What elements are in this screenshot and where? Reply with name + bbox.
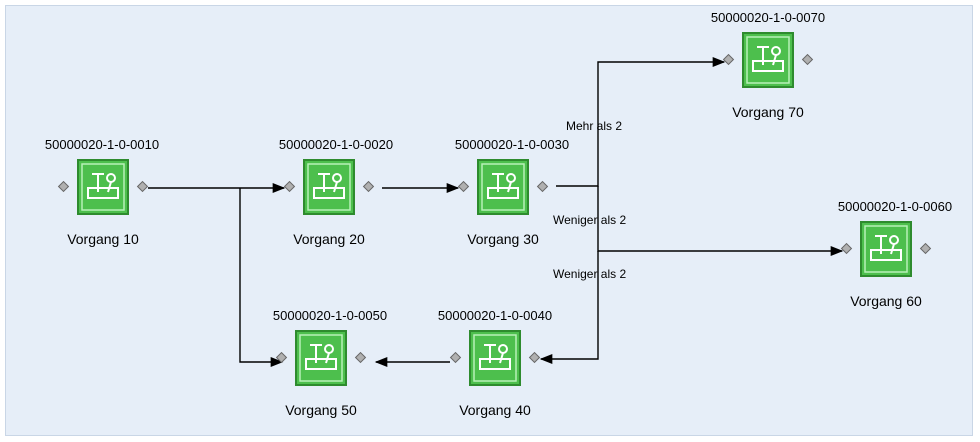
edge-30-60[interactable] [597, 186, 844, 257]
node-name: Vorgang 30 [467, 231, 539, 247]
node-vorgang-50[interactable]: 50000020-1-0-0050 Vorgang 50 [273, 308, 387, 418]
port-in[interactable] [722, 53, 735, 66]
node-code: 50000020-1-0-0040 [438, 308, 552, 323]
node-name: Vorgang 40 [459, 402, 531, 418]
node-name: Vorgang 60 [850, 293, 922, 309]
port-out[interactable] [362, 180, 375, 193]
edge-label-mehr-als-2: Mehr als 2 [566, 119, 622, 133]
node-code: 50000020-1-0-0010 [45, 137, 159, 152]
edge-30-40[interactable] [539, 251, 599, 365]
port-out[interactable] [528, 351, 541, 364]
port-out[interactable] [136, 180, 149, 193]
port-in[interactable] [283, 180, 296, 193]
toolbox-icon [870, 235, 902, 261]
node-vorgang-20[interactable]: 50000020-1-0-0020 Vorgang 20 [279, 137, 393, 247]
port-in[interactable] [57, 180, 70, 193]
node-name: Vorgang 10 [67, 231, 139, 247]
edge-label-weniger-als-2-a: Weniger als 2 [553, 213, 626, 227]
port-in[interactable] [275, 351, 288, 364]
edge-label-weniger-als-2-b: Weniger als 2 [553, 267, 626, 281]
node-name: Vorgang 50 [285, 402, 357, 418]
node-code: 50000020-1-0-0050 [273, 308, 387, 323]
node-code: 50000020-1-0-0060 [838, 199, 952, 214]
node-vorgang-30[interactable]: 50000020-1-0-0030 Vorgang 30 [455, 137, 569, 247]
edge-30-70[interactable] [556, 56, 726, 187]
toolbox-icon [479, 344, 511, 370]
port-in[interactable] [457, 180, 470, 193]
toolbox-icon [313, 173, 345, 199]
node-vorgang-10[interactable]: 50000020-1-0-0010 Vorgang 10 [45, 137, 159, 247]
port-in[interactable] [840, 242, 853, 255]
node-code: 50000020-1-0-0070 [711, 10, 825, 25]
toolbox-icon [752, 46, 784, 72]
node-code: 50000020-1-0-0020 [279, 137, 393, 152]
node-code: 50000020-1-0-0030 [455, 137, 569, 152]
port-in[interactable] [449, 351, 462, 364]
port-out[interactable] [536, 180, 549, 193]
node-vorgang-70[interactable]: 50000020-1-0-0070 Vorgang 70 [711, 10, 825, 120]
node-name: Vorgang 70 [732, 104, 804, 120]
port-out[interactable] [801, 53, 814, 66]
port-out[interactable] [354, 351, 367, 364]
node-name: Vorgang 20 [293, 231, 365, 247]
node-vorgang-60[interactable]: 50000020-1-0-0060 Vorgang 60 [838, 199, 952, 309]
node-vorgang-40[interactable]: 50000020-1-0-0040 Vorgang 40 [438, 308, 552, 418]
toolbox-icon [87, 173, 119, 199]
edges [148, 56, 844, 368]
port-out[interactable] [919, 242, 932, 255]
toolbox-icon [487, 173, 519, 199]
edge-10-50[interactable] [239, 188, 284, 368]
toolbox-icon [305, 344, 337, 370]
